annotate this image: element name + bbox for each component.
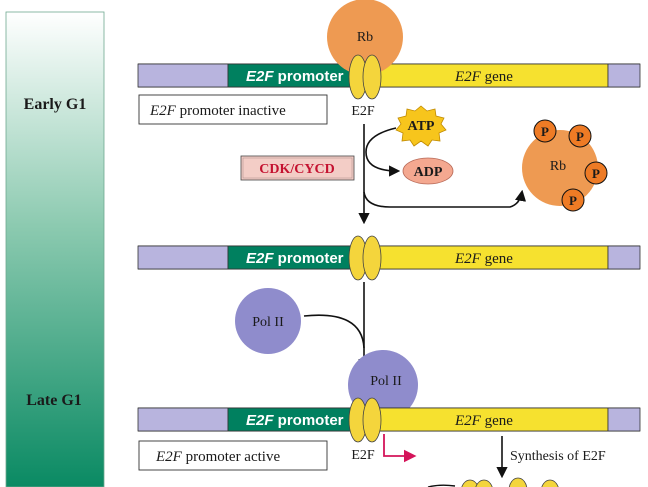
gene-label: E2F gene (454, 69, 513, 85)
pol-ii-bound-label: Pol II (370, 374, 402, 389)
adp-oval (402, 157, 454, 185)
rb-release-arrow (363, 189, 527, 208)
phosphate-group-4: P (561, 188, 585, 212)
pol-ii-label: Pol II (252, 315, 284, 330)
dna-strand-3: E2F promoter E2F gene (137, 407, 641, 432)
atp-burst (395, 105, 447, 147)
rb-protein (327, 0, 403, 75)
promoter-label: E2F promoter (246, 412, 344, 429)
pol-ii-bound (348, 350, 418, 420)
pol-ii-recruit-arrow (303, 314, 365, 349)
cdk-cycd-box (240, 155, 355, 181)
phosphorylated-rb (522, 130, 598, 206)
promoter-label: E2F promoter (246, 68, 344, 85)
dna-strand-1: E2F promoter E2F gene (137, 63, 641, 88)
rb-label: Rb (357, 30, 373, 45)
transcription-start-arrow (383, 434, 417, 463)
dna-left-segment (137, 63, 229, 88)
phosphate-group-1: P (533, 119, 557, 143)
e2f-dimer (348, 397, 382, 443)
dna-strand-2: E2F promoter E2F gene (137, 245, 641, 270)
promoter-inactive-label: E2F promoter inactive (149, 103, 286, 119)
dna-right-segment (607, 63, 641, 88)
atp-label: ATP (408, 119, 435, 134)
dna-left-segment (137, 407, 229, 432)
dna-right-segment (607, 245, 641, 270)
phospho-rb-label: Rb (550, 159, 566, 174)
svg-text:P: P (541, 124, 549, 139)
svg-text:P: P (576, 129, 584, 144)
adp-label: ADP (414, 165, 443, 180)
dna-right-segment (607, 407, 641, 432)
stage-label-late-g1: Late G1 (26, 392, 82, 409)
stage-label-early-g1: Early G1 (24, 96, 87, 113)
promoter-label: E2F promoter (246, 250, 344, 267)
svg-text:P: P (569, 193, 577, 208)
atp-curve-arrow (365, 127, 401, 177)
phosphate-group-3: P (584, 161, 608, 185)
new-e2f-proteins (427, 477, 559, 487)
e2f-label: E2F (351, 448, 375, 463)
e2f-dimer (348, 54, 382, 100)
e2f-dimer (348, 235, 382, 281)
svg-text:P: P (592, 166, 600, 181)
cell-cycle-timeline-bar (5, 11, 105, 487)
promoter-status-box (138, 94, 328, 125)
e2f-label: E2F (351, 104, 375, 119)
promoter-active-label: E2F promoter active (155, 449, 280, 465)
promoter-status-box (138, 440, 328, 471)
gene-label: E2F gene (454, 413, 513, 429)
phosphate-group-2: P (568, 124, 592, 148)
synthesis-label: Synthesis of E2F (510, 449, 606, 464)
pol-ii-free (235, 288, 301, 354)
dna-left-segment (137, 245, 229, 270)
cdk-cycd-label: CDK/CYCD (259, 162, 334, 177)
gene-label: E2F gene (454, 251, 513, 267)
